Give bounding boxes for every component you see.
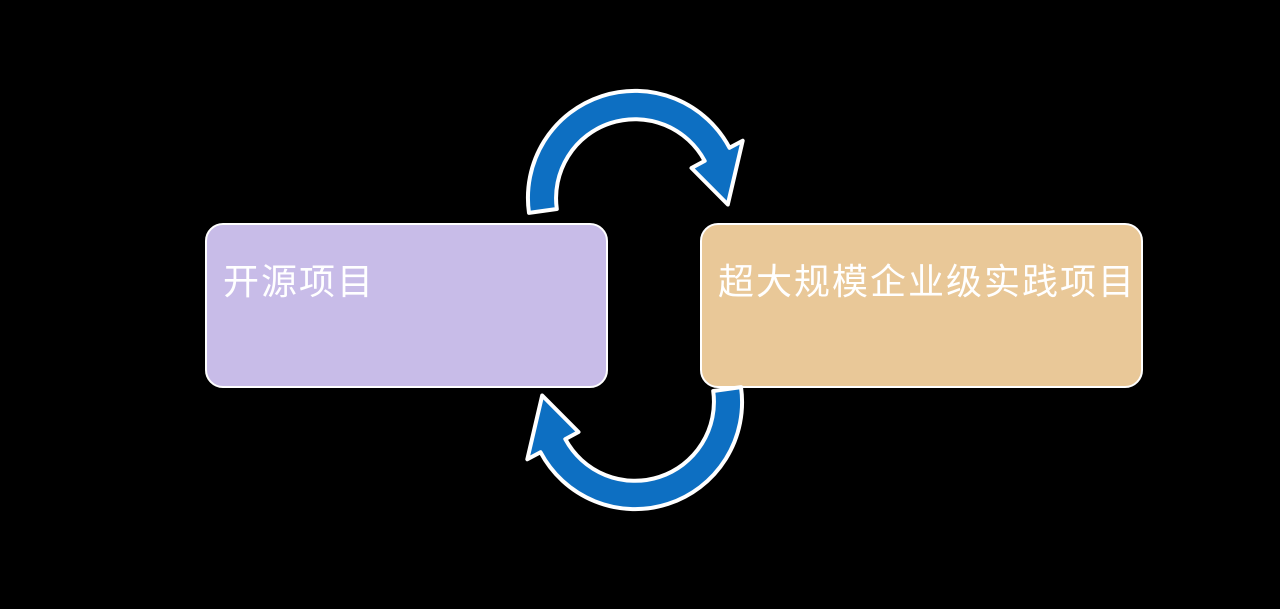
enterprise-practice-box-label: 超大规模企业级实践项目: [718, 261, 1137, 301]
cycle-arrow-bottom-icon: [525, 385, 745, 512]
open-source-box: 开源项目: [205, 223, 608, 388]
open-source-box-label: 开源项目: [223, 261, 376, 301]
cycle-arrow-top-icon: [525, 88, 745, 215]
enterprise-practice-box: 超大规模企业级实践项目: [700, 223, 1143, 388]
